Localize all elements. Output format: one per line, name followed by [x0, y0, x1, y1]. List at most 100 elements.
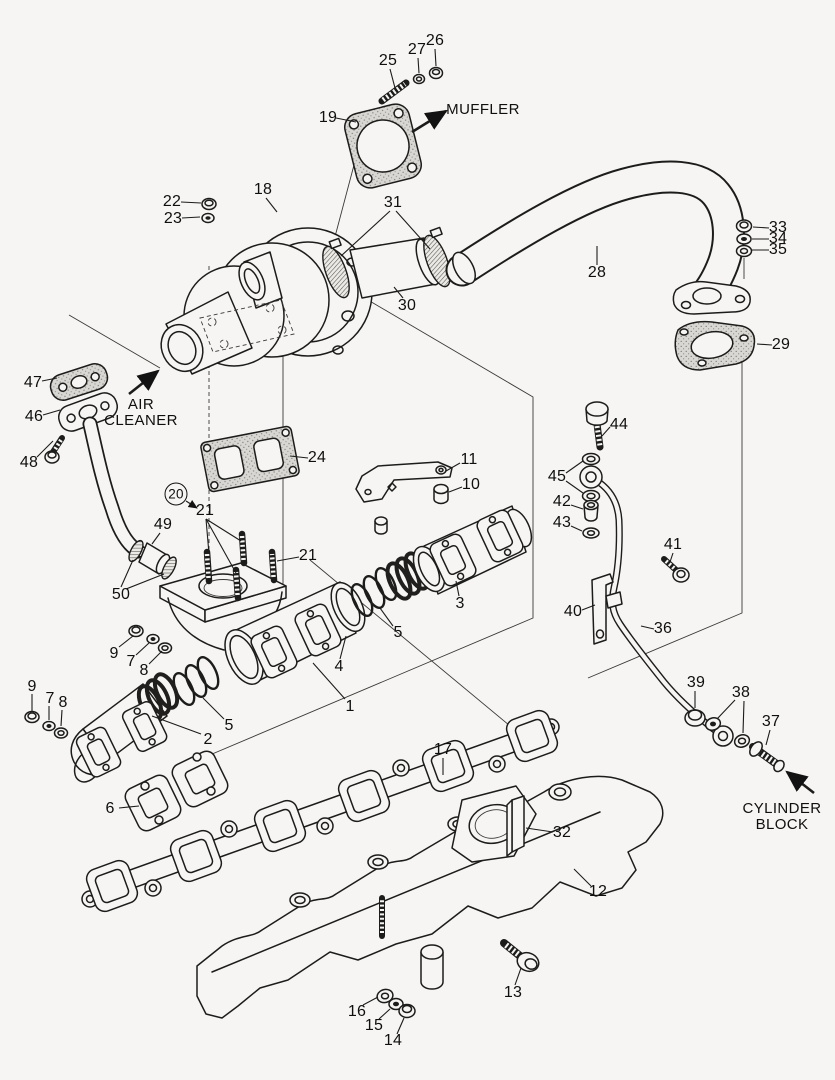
leader-line [36, 440, 54, 458]
annotation-line: CYLINDER [742, 800, 822, 817]
callout-39: 39 [686, 674, 706, 691]
callout-16: 16 [347, 1003, 367, 1020]
leader-line [393, 286, 404, 299]
gasket-6 [124, 750, 229, 832]
leader-line [573, 868, 592, 887]
callout-12: 12 [588, 883, 608, 900]
callout-5: 5 [393, 624, 403, 641]
bracket-11 [355, 461, 453, 503]
leader-line [181, 216, 201, 219]
callout-38: 38 [731, 684, 751, 701]
gasket-17 [81, 709, 560, 913]
annotation-line: MUFFLER [446, 101, 520, 118]
leader-line [417, 57, 420, 74]
leader-line [525, 827, 554, 833]
callout-48: 48 [19, 454, 39, 471]
sealing-rings-5a [172, 656, 220, 706]
leader-lines [31, 48, 815, 1035]
manifold-rear-section-3 [385, 505, 533, 601]
leader-line [742, 700, 745, 734]
leader-line [565, 460, 584, 474]
washer-23 [201, 212, 215, 224]
annotation-line: BLOCK [755, 816, 809, 833]
leader-line [570, 525, 583, 532]
callout-47: 47 [23, 374, 43, 391]
leader-line [42, 409, 61, 416]
callout-9: 9 [27, 678, 37, 695]
callout-23: 23 [163, 210, 183, 227]
callout-37: 37 [761, 713, 781, 730]
pointer-arrow [185, 500, 198, 509]
leader-line [41, 377, 58, 382]
annotation-line: AIR [127, 396, 155, 413]
pointer-arrow [411, 109, 448, 134]
washer-8a [157, 642, 173, 654]
callout-30: 30 [397, 297, 417, 314]
callout-6: 6 [105, 800, 115, 817]
gasket-47 [49, 363, 109, 401]
leader-line [669, 552, 674, 563]
callout-41: 41 [663, 536, 683, 553]
turbocharger-18 [160, 227, 373, 375]
clamp-31a [322, 237, 350, 299]
port-flange-4b [294, 603, 342, 657]
callout-10: 10 [461, 476, 481, 493]
annotation-muffler: MUFFLER [446, 102, 520, 118]
leader-line [601, 426, 611, 437]
mounting-flange-20 [159, 562, 287, 623]
sealing-rings-5b [350, 567, 398, 617]
callout-8: 8 [58, 694, 68, 711]
callout-32: 32 [552, 824, 572, 841]
port-flange-4a [250, 625, 298, 679]
callout-31: 31 [383, 194, 403, 211]
callout-4: 4 [334, 658, 344, 675]
callout-43: 43 [552, 514, 572, 531]
callout-15: 15 [364, 1017, 384, 1034]
leader-line [379, 607, 394, 627]
callout-26: 26 [425, 32, 445, 49]
leader-line [640, 625, 655, 630]
manifold-front-section-2 [70, 672, 180, 783]
callout-36: 36 [653, 620, 673, 637]
leader-line [570, 504, 584, 510]
exhaust-pipe-28 [445, 160, 751, 315]
leader-line [312, 662, 346, 700]
leader-line [120, 559, 134, 588]
callout-11: 11 [460, 451, 478, 468]
bolt-48 [44, 435, 65, 464]
pointer-arrow [785, 770, 815, 795]
leader-line [205, 518, 237, 574]
bracket-32 [506, 795, 525, 857]
callout-40: 40 [563, 603, 583, 620]
callout-33: 33 [768, 219, 788, 236]
bolt-13 [500, 939, 540, 973]
washer-38a [704, 717, 722, 731]
leader-line [180, 201, 202, 204]
callout-50: 50 [111, 586, 131, 603]
stud-25 [378, 79, 410, 105]
spacer-10b [374, 516, 388, 535]
leader-line [151, 532, 161, 545]
leader-line [448, 486, 463, 493]
leader-line [118, 635, 134, 648]
callout-42: 42 [552, 493, 572, 510]
leader-line [340, 210, 391, 257]
bolt-44 [585, 401, 609, 451]
leader-line [202, 697, 225, 720]
drain-tube-46 [57, 392, 152, 559]
callout-3: 3 [455, 595, 465, 612]
nut-9b [24, 710, 40, 724]
clamp-50b [161, 556, 177, 580]
leader-line [752, 226, 770, 229]
washer-45a [581, 452, 601, 466]
callout-35: 35 [768, 241, 788, 258]
callout-34: 34 [768, 230, 788, 247]
leader-line [148, 650, 163, 665]
washer-7a [146, 633, 160, 645]
nut-39 [684, 709, 706, 727]
callout-5: 5 [224, 717, 234, 734]
gasket-29 [674, 320, 756, 371]
leader-line [565, 480, 584, 494]
